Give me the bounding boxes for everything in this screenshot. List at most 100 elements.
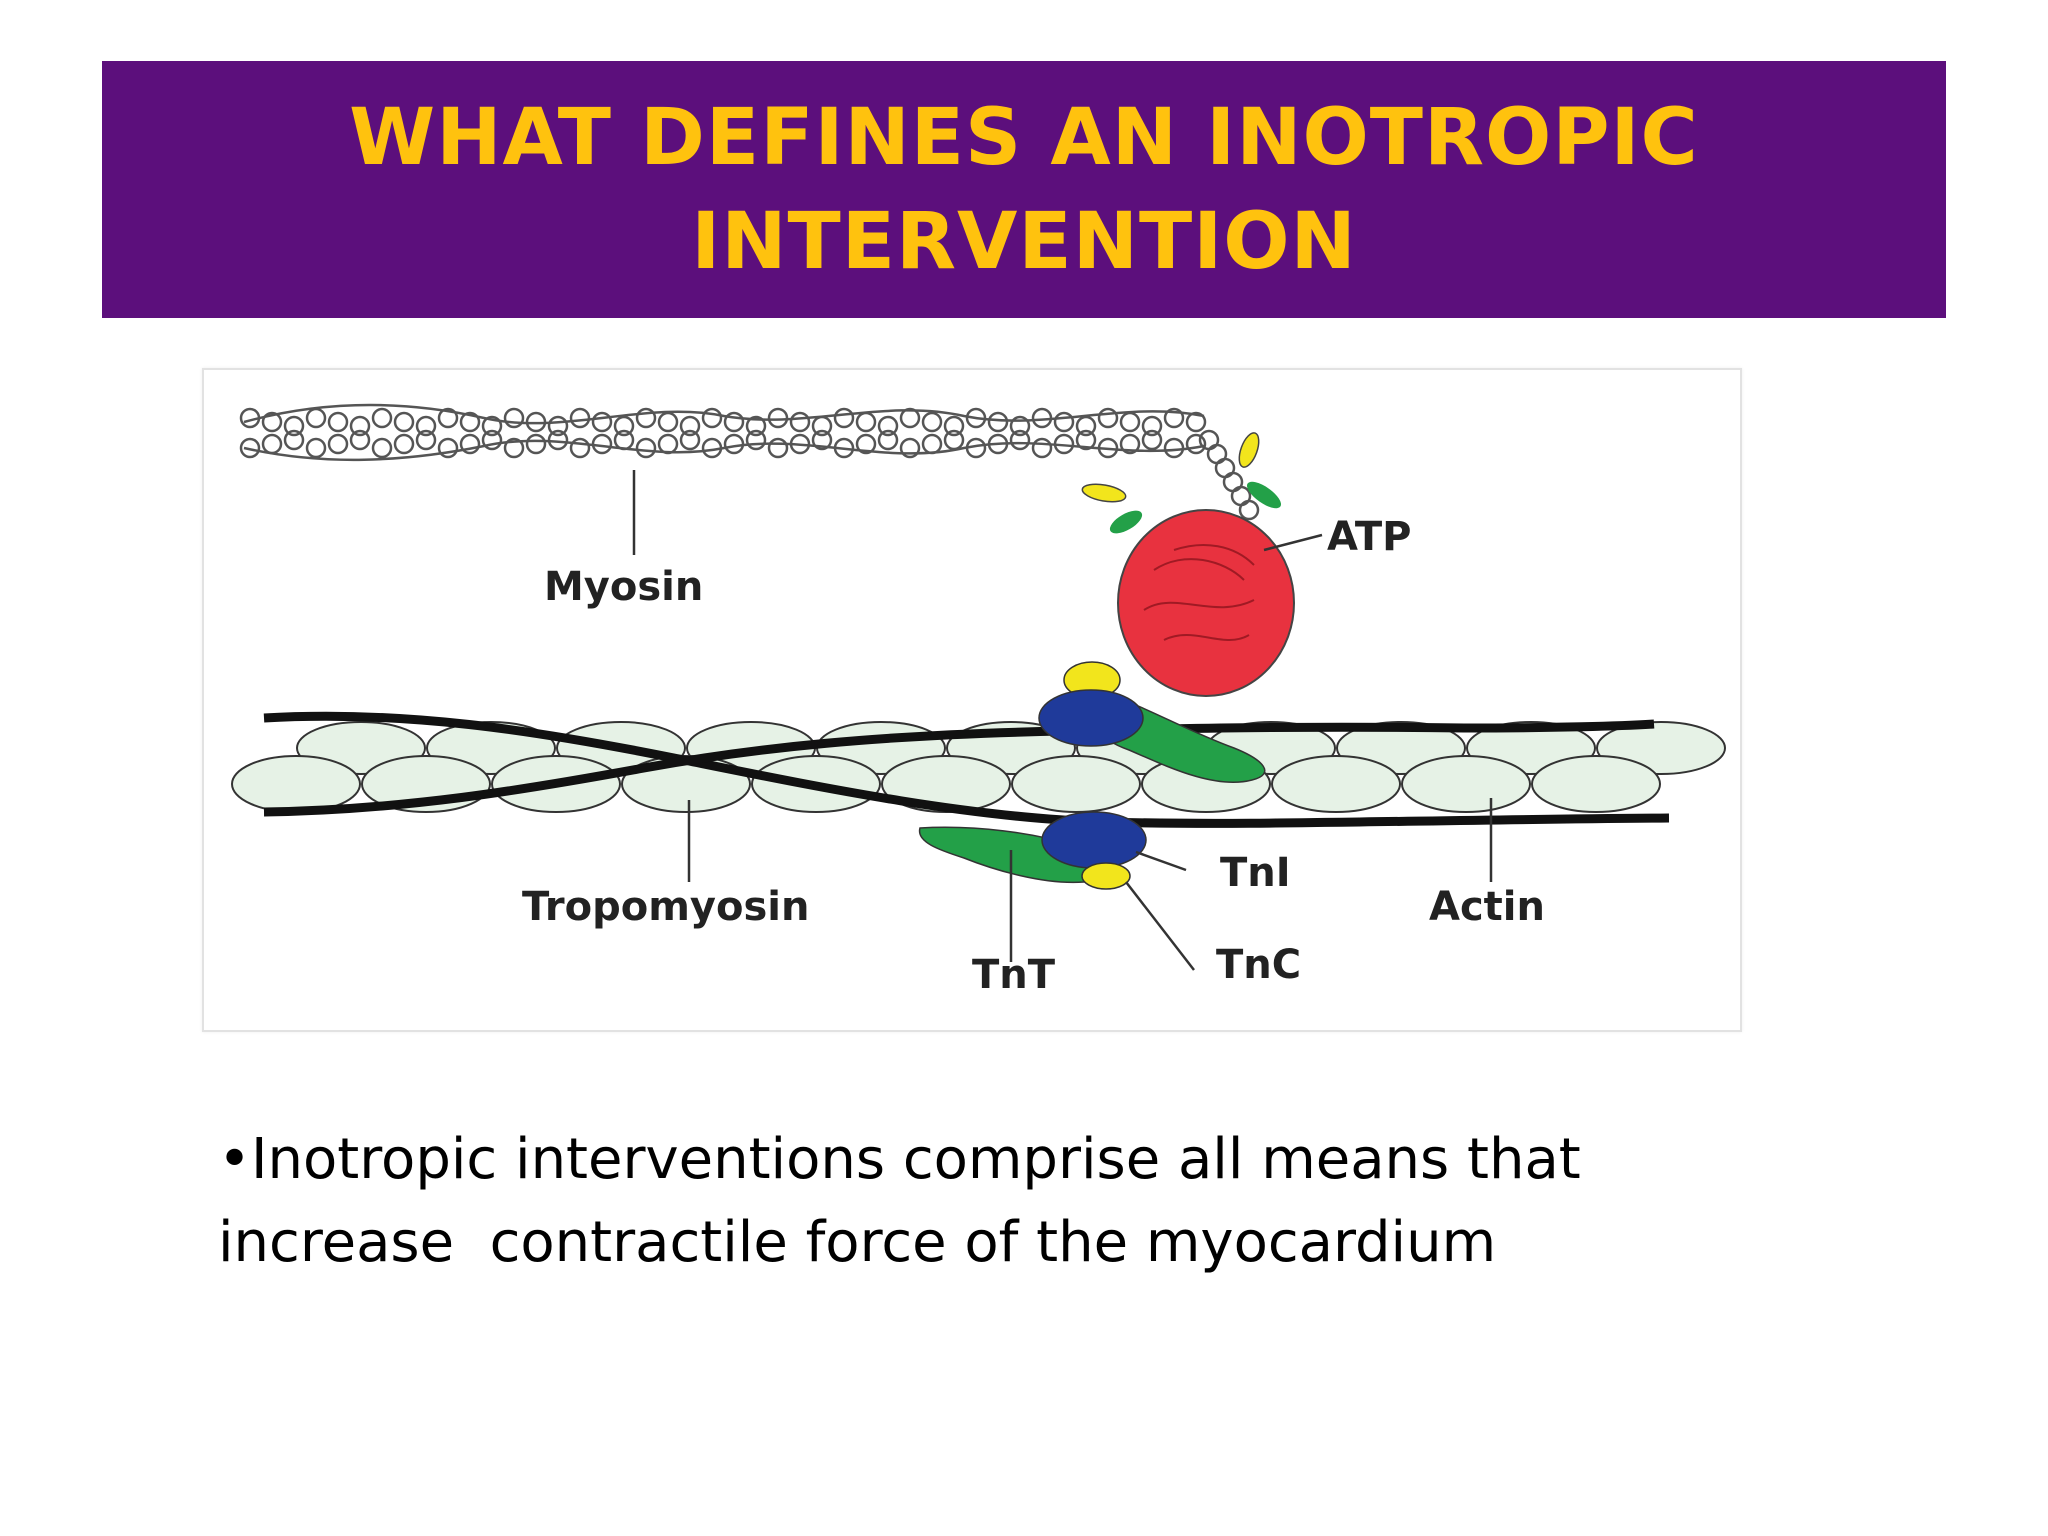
tropomyosin-label: Tropomyosin <box>522 884 809 930</box>
myosin-coil-loop <box>481 415 503 437</box>
slide-title-banner: WHAT DEFINES AN INOTROPIC INTERVENTION <box>102 61 1946 318</box>
myosin-coil-loop <box>877 415 899 437</box>
myosin-coil-loop <box>481 429 503 451</box>
myosin-coil-loop <box>745 429 767 451</box>
green-ellipse <box>1246 481 1282 509</box>
myosin-coil-loop <box>503 437 525 459</box>
myosin-coil-loop <box>459 411 481 433</box>
myosin-coil-loop <box>305 407 327 429</box>
myosin-coil-loop <box>767 437 789 459</box>
actin-bead <box>1401 755 1531 813</box>
myosin-coil-loop <box>701 407 723 429</box>
myosin-coil-loop <box>723 433 745 455</box>
atp-label: ATP <box>1327 514 1411 560</box>
myosin-filament <box>239 403 1260 521</box>
myosin-coil-loop <box>635 407 657 429</box>
myosin-coil-loop <box>525 433 547 455</box>
myosin-coil-loop <box>657 433 679 455</box>
bullet-line-1: Inotropic interventions comprise all mea… <box>251 1127 1581 1192</box>
muscle-filament-diagram: Myosin ATP Tropomyosin TnI Actin TnC TnT <box>202 368 1742 1032</box>
myosin-coil-loop <box>525 411 547 433</box>
myosin-coil-loop <box>503 407 525 429</box>
yellow-ellipse <box>1238 432 1260 468</box>
myosin-coil-loop <box>987 411 1009 433</box>
myosin-coil-loop <box>349 415 371 437</box>
myosin-coil-loop <box>415 415 437 437</box>
troponin-complex-lower <box>918 811 1147 890</box>
bullet-paragraph: •Inotropic interventions comprise all me… <box>218 1118 1718 1284</box>
myosin-coil-loop <box>1141 415 1163 437</box>
myosin-coil-loop <box>547 429 569 451</box>
myosin-coil-loop <box>1009 415 1031 437</box>
myosin-coil-loop <box>701 437 723 459</box>
myosin-coil-loop <box>613 415 635 437</box>
myosin-coil-loop <box>239 407 261 429</box>
actin-bead <box>1271 755 1401 813</box>
tnc-pointer-line <box>1125 881 1195 971</box>
myosin-coil-loop <box>1053 433 1075 455</box>
actin-label: Actin <box>1429 884 1545 930</box>
myosin-coil-loop <box>789 433 811 455</box>
myosin-coil-loop <box>569 437 591 459</box>
myosin-coil-loop <box>591 411 613 433</box>
tni-pointer-line <box>1135 850 1187 872</box>
myosin-coil-loop <box>679 429 701 451</box>
myosin-coil-loop <box>239 437 261 459</box>
myosin-coil-loop <box>415 429 437 451</box>
myosin-coil-loop <box>811 415 833 437</box>
myosin-coil-loop <box>635 437 657 459</box>
myosin-label: Myosin <box>544 564 703 610</box>
myosin-coil-loop <box>767 407 789 429</box>
myosin-coil-loop <box>371 437 393 459</box>
myosin-coil-loop <box>899 437 921 459</box>
myosin-coil-loop <box>283 429 305 451</box>
myosin-coil-loop <box>349 429 371 451</box>
myosin-coil-loop <box>965 407 987 429</box>
myosin-coil-loop <box>723 411 745 433</box>
green-ellipse <box>1109 510 1143 534</box>
actin-bead <box>1531 755 1661 813</box>
myosin-coil-loop <box>613 429 635 451</box>
myosin-coil-loop <box>261 411 283 433</box>
myosin-coil-loop <box>855 433 877 455</box>
myosin-coil-loop <box>943 415 965 437</box>
myosin-coil-loop <box>283 415 305 437</box>
myosin-coil-loop <box>965 437 987 459</box>
slide-title-line-1: WHAT DEFINES AN INOTROPIC <box>349 92 1699 183</box>
myosin-coil-loop <box>921 433 943 455</box>
myosin-coil-loop <box>569 407 591 429</box>
myosin-coil-loop <box>1075 429 1097 451</box>
troponin-complex-upper <box>1038 661 1266 784</box>
myosin-coil-loop <box>1163 437 1185 459</box>
myosin-coil-loop <box>833 437 855 459</box>
myosin-coil-loop <box>679 415 701 437</box>
myosin-coil-loop <box>1163 407 1185 429</box>
myosin-coil-loop <box>943 429 965 451</box>
myosin-coil-loop <box>855 411 877 433</box>
bullet-line-2: increase contractile force of the myocar… <box>218 1210 1497 1275</box>
myosin-coil-loop <box>1031 437 1053 459</box>
myosin-coil-loop <box>1009 429 1031 451</box>
myosin-coil-loop <box>437 407 459 429</box>
tnc-label: TnC <box>1216 942 1301 988</box>
myosin-coil-loop <box>327 411 349 433</box>
myosin-coil-loop <box>437 437 459 459</box>
myosin-coil-loop <box>261 433 283 455</box>
myosin-coil-loop <box>899 407 921 429</box>
myosin-coil-loop <box>1053 411 1075 433</box>
myosin-coil-loop <box>789 411 811 433</box>
myosin-coil-loop <box>657 411 679 433</box>
myosin-coil-loop <box>877 429 899 451</box>
atp-pointer-line <box>1263 533 1323 552</box>
myosin-coil-loop <box>1031 407 1053 429</box>
myosin-coil-loop <box>547 415 569 437</box>
myosin-coil-loop <box>305 437 327 459</box>
yellow-ellipse <box>1081 483 1127 503</box>
tnt-label: TnT <box>972 952 1056 998</box>
myosin-coil-loop <box>1097 437 1119 459</box>
tni-label: TnI <box>1220 850 1291 896</box>
myosin-coil-loop <box>1119 411 1141 433</box>
myosin-coil-loop <box>1119 433 1141 455</box>
myosin-coil-loop <box>327 433 349 455</box>
bullet-marker: • <box>218 1127 252 1192</box>
